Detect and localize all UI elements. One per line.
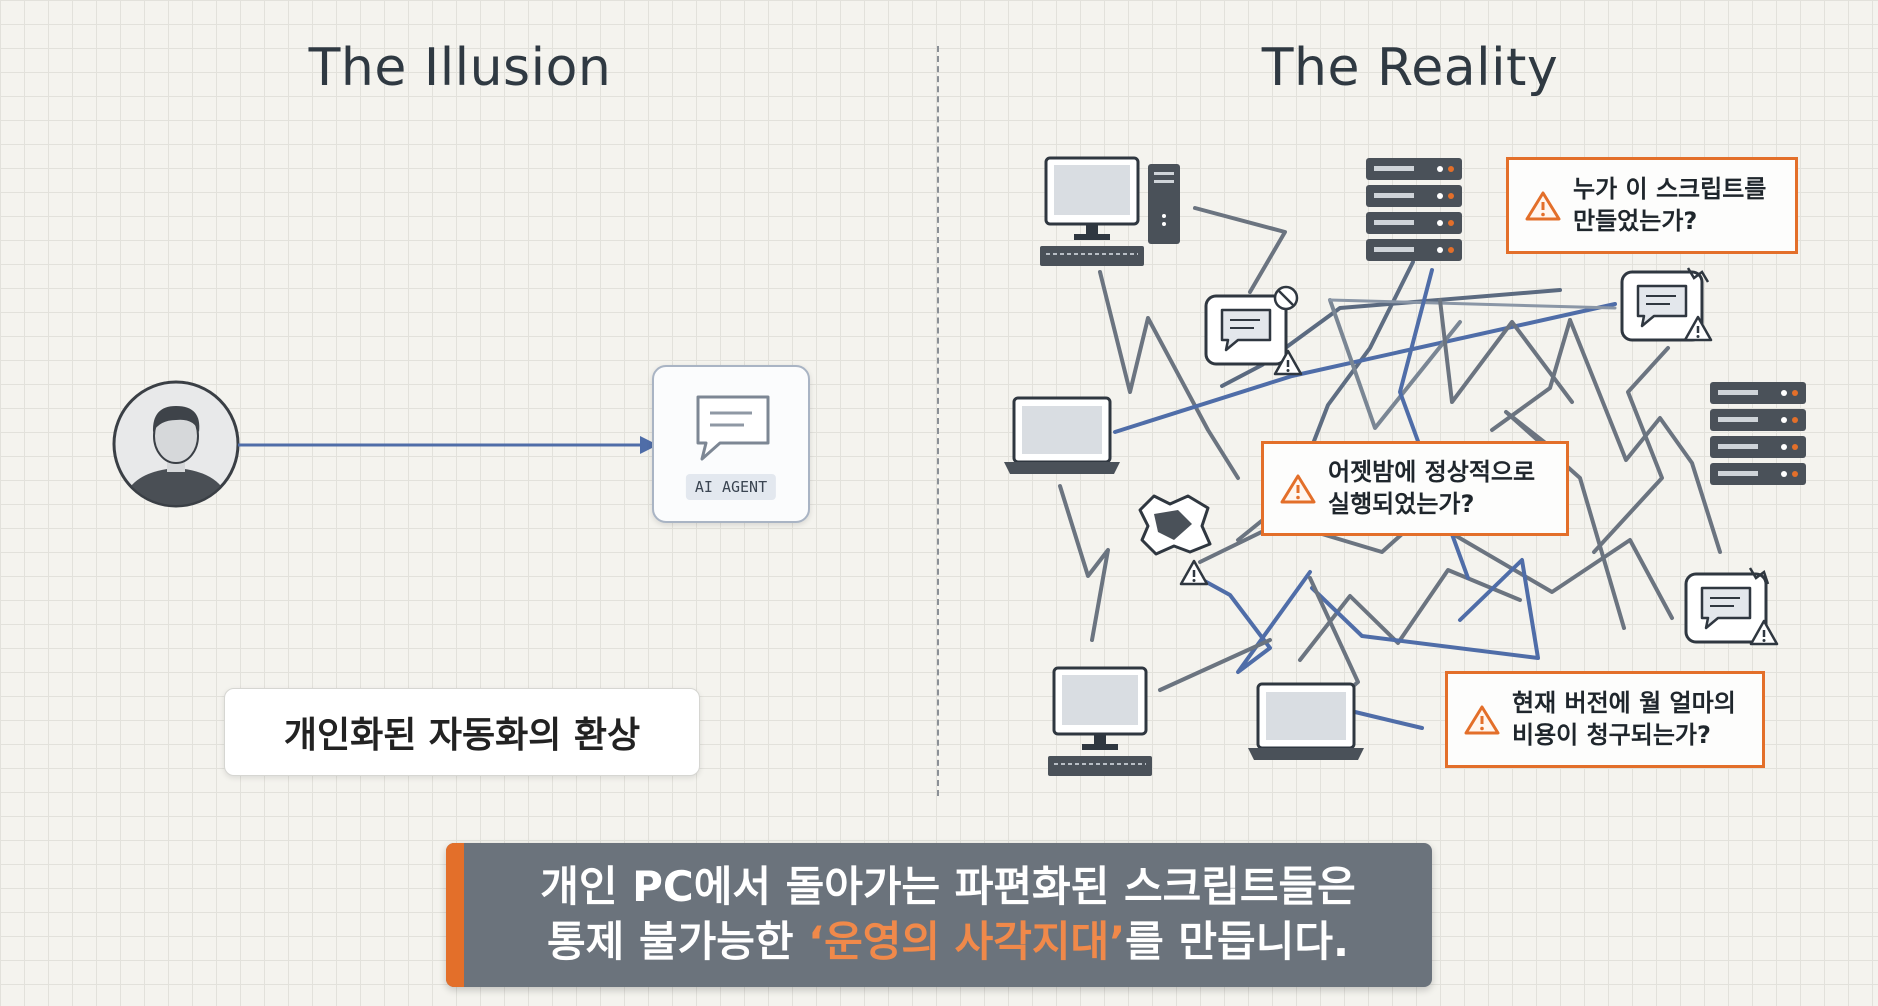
summary-banner: 개인 PC에서 돌아가는 파편화된 스크립트들은 통제 불가능한 ‘운영의 사각… xyxy=(446,843,1432,987)
broken-chat-icon xyxy=(1620,267,1713,342)
user-avatar-icon xyxy=(112,380,240,508)
banner-line-1: 개인 PC에서 돌아가는 파편화된 스크립트들은 xyxy=(540,862,1356,912)
illusion-title: The Illusion xyxy=(308,38,612,98)
reality-title: The Reality xyxy=(1261,38,1559,98)
chat-bubble-icon xyxy=(696,395,770,461)
desktop-computer-icon xyxy=(1046,666,1154,778)
question-monthly-cost: 현재 버전에 월 얼마의 비용이 청구되는가? xyxy=(1445,671,1765,768)
banner-highlight: ‘운영의 사각지대’ xyxy=(808,917,1126,966)
blocked-chat-icon xyxy=(1204,285,1303,376)
illusion-caption: 개인화된 자동화의 환상 xyxy=(224,688,700,776)
banner-line-2-end: 를 만듭니다. xyxy=(1125,917,1349,966)
laptop-icon xyxy=(1002,396,1122,476)
question-text: 누가 이 스크립트를 만들었는가? xyxy=(1573,175,1767,235)
server-rack-icon xyxy=(1710,382,1806,485)
warning-icon xyxy=(1464,705,1500,734)
server-rack-icon xyxy=(1366,158,1462,261)
question-who-made-script: 누가 이 스크립트를 만들었는가? xyxy=(1506,157,1798,254)
question-text: 어젯밤에 정상적으로 실행되었는가? xyxy=(1328,458,1536,518)
warning-icon xyxy=(1280,474,1316,503)
banner-text: 개인 PC에서 돌아가는 파편화된 스크립트들은 통제 불가능한 ‘운영의 사각… xyxy=(464,843,1432,987)
question-text: 현재 버전에 월 얼마의 비용이 청구되는가? xyxy=(1512,689,1736,749)
banner-line-2-start: 통제 불가능한 xyxy=(547,917,809,966)
ai-agent-label: AI AGENT xyxy=(685,474,777,500)
question-ran-last-night: 어젯밤에 정상적으로 실행되었는가? xyxy=(1261,441,1569,536)
laptop-icon xyxy=(1246,682,1366,762)
desktop-computer-icon xyxy=(1038,156,1180,268)
broken-chat-icon xyxy=(1138,494,1212,586)
warning-icon xyxy=(1525,191,1561,220)
banner-line-2: 통제 불가능한 ‘운영의 사각지대’를 만듭니다. xyxy=(547,915,1349,970)
broken-chat-icon xyxy=(1684,567,1779,646)
panel-divider xyxy=(937,46,939,796)
ai-agent-card: AI AGENT xyxy=(652,365,810,523)
flow-arrow xyxy=(238,436,658,454)
banner-accent-bar xyxy=(446,843,464,987)
